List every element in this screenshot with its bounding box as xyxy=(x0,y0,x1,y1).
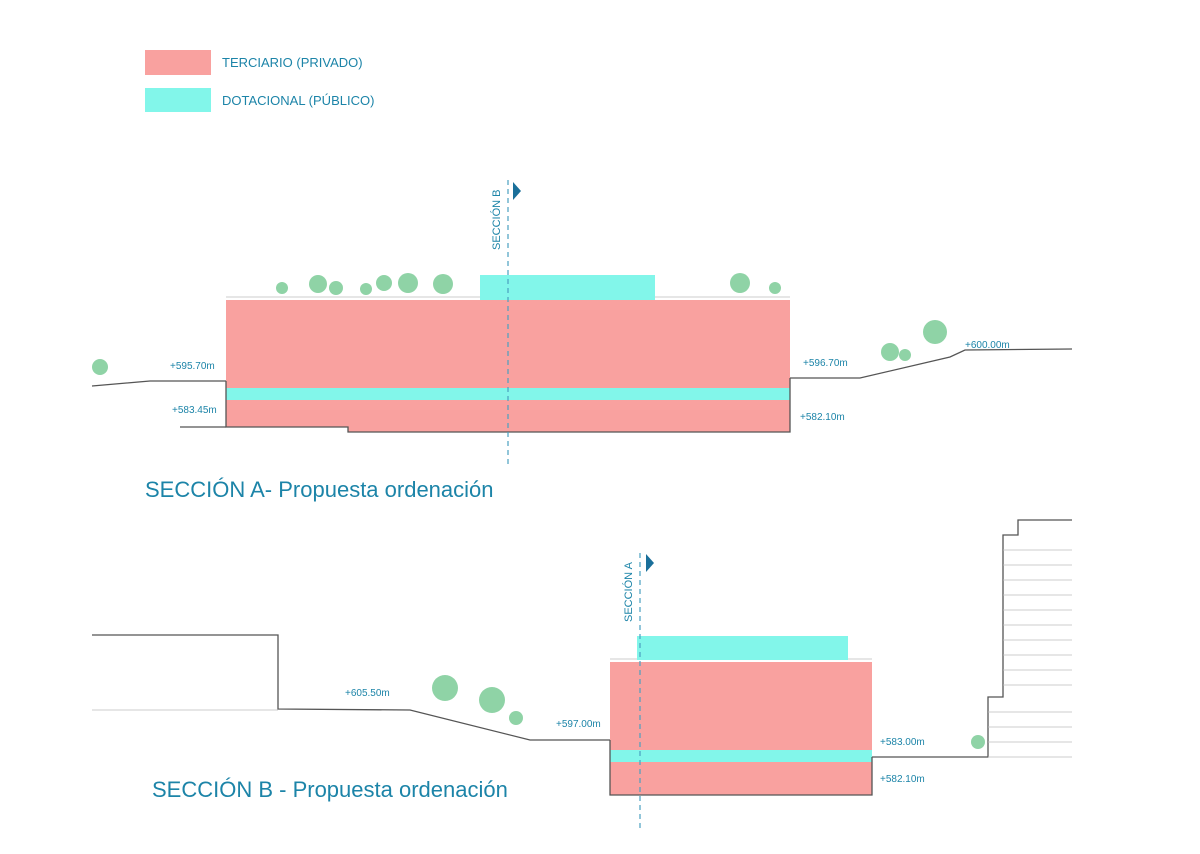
terrain-right xyxy=(790,348,1073,379)
section-b: SECCIÓN A +605.50m +597.00m +583.00m +58… xyxy=(92,519,1072,830)
dotacional-band xyxy=(610,750,872,762)
cut-marker-label: SECCIÓN A xyxy=(622,561,635,622)
section-a-title: SECCIÓN A- Propuesta ordenación xyxy=(145,477,494,502)
terciario-block-lower xyxy=(610,762,872,795)
building-outline xyxy=(225,378,791,433)
dotacional-roof-pavilion xyxy=(480,275,655,300)
legend-swatch-dotacional xyxy=(145,88,211,112)
section-b-title: SECCIÓN B - Propuesta ordenación xyxy=(152,777,508,802)
section-arrow-icon xyxy=(646,554,654,572)
building-outline xyxy=(609,740,873,796)
level-label: +595.70m xyxy=(170,361,215,372)
terciario-block-lower-left xyxy=(226,400,348,427)
level-label: +582.10m xyxy=(800,412,845,423)
dotacional-roof-pavilion xyxy=(637,636,848,660)
level-label: +597.00m xyxy=(556,719,601,730)
terciario-block-lower xyxy=(348,400,790,432)
level-label: +583.45m xyxy=(172,405,217,416)
existing-building-right xyxy=(872,519,1072,758)
level-label: +596.70m xyxy=(803,358,848,369)
dotacional-band xyxy=(226,388,790,400)
legend-label-terciario: TERCIARIO (PRIVADO) xyxy=(222,55,363,70)
existing-building-floors xyxy=(988,549,1072,758)
terrain-left xyxy=(91,380,226,387)
legend-label-dotacional: DOTACIONAL (PÚBLICO) xyxy=(222,93,374,108)
legend: TERCIARIO (PRIVADO) DOTACIONAL (PÚBLICO) xyxy=(145,50,374,112)
cut-marker-label: SECCIÓN B xyxy=(490,189,503,250)
terrain-left xyxy=(92,634,610,741)
level-label: +605.50m xyxy=(345,688,390,699)
level-label: +583.00m xyxy=(880,737,925,748)
section-arrow-icon xyxy=(513,182,521,200)
level-label: +582.10m xyxy=(880,774,925,785)
level-label: +600.00m xyxy=(965,340,1010,351)
section-a: SECCIÓN B +595.70m +583.45m +596.70m +58… xyxy=(91,180,1073,502)
legend-swatch-terciario xyxy=(145,50,211,75)
terciario-block-upper xyxy=(610,662,872,750)
tree-icons xyxy=(92,273,947,375)
tree-icons xyxy=(432,675,985,749)
